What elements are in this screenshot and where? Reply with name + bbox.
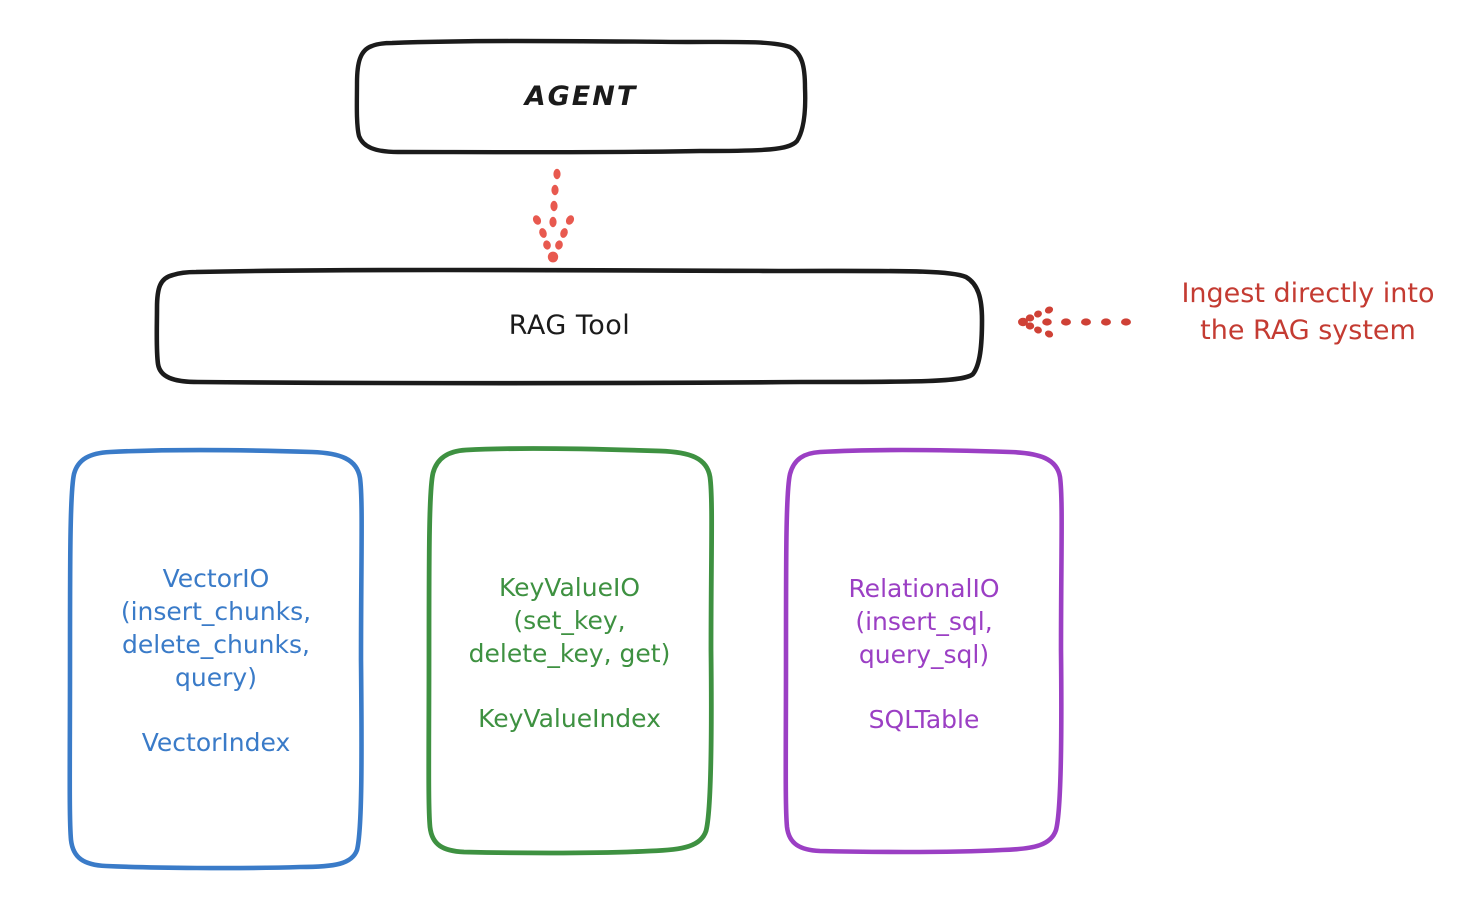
vector-io-label: VectorIO (insert_chunks, delete_chunks, … <box>120 563 312 692</box>
agent-node[interactable]: AGENT <box>357 42 805 152</box>
key-value-io-box-shape[interactable] <box>426 446 715 856</box>
key-value-io-label: KeyValueIO (set_key, delete_key, get) <box>468 573 671 668</box>
relational-io-box-shape[interactable] <box>783 447 1064 855</box>
ingest-annotation-text: Ingest directly into the RAG system <box>1181 278 1435 346</box>
rag-tool-box-shape[interactable] <box>154 267 985 386</box>
relational-io-label: RelationalIO (insert_sql, query_sql) <box>848 573 1000 669</box>
sql-table-label: SQLTable <box>868 704 980 734</box>
key-value-index-label: KeyValueIndex <box>478 704 661 733</box>
vector-index-label: VectorIndex <box>141 727 291 757</box>
relational-io-node[interactable]: RelationalIO (insert_sql, query_sql) SQL… <box>785 450 1063 855</box>
rag-tool-node[interactable]: RAG Tool <box>157 271 982 382</box>
vector-io-box-shape[interactable] <box>67 447 364 871</box>
edge-ingest-to-rag-tool <box>1018 306 1131 338</box>
vector-io-node[interactable]: VectorIO (insert_chunks, delete_chunks, … <box>70 450 362 868</box>
rag-tool-label: RAG Tool <box>508 310 631 342</box>
edge-agent-to-rag-tool <box>532 168 575 263</box>
key-value-io-node[interactable]: KeyValueIO (set_key, delete_key, get) Ke… <box>428 449 711 855</box>
agent-label: AGENT <box>524 80 638 112</box>
agent-box-shape[interactable] <box>354 38 808 155</box>
